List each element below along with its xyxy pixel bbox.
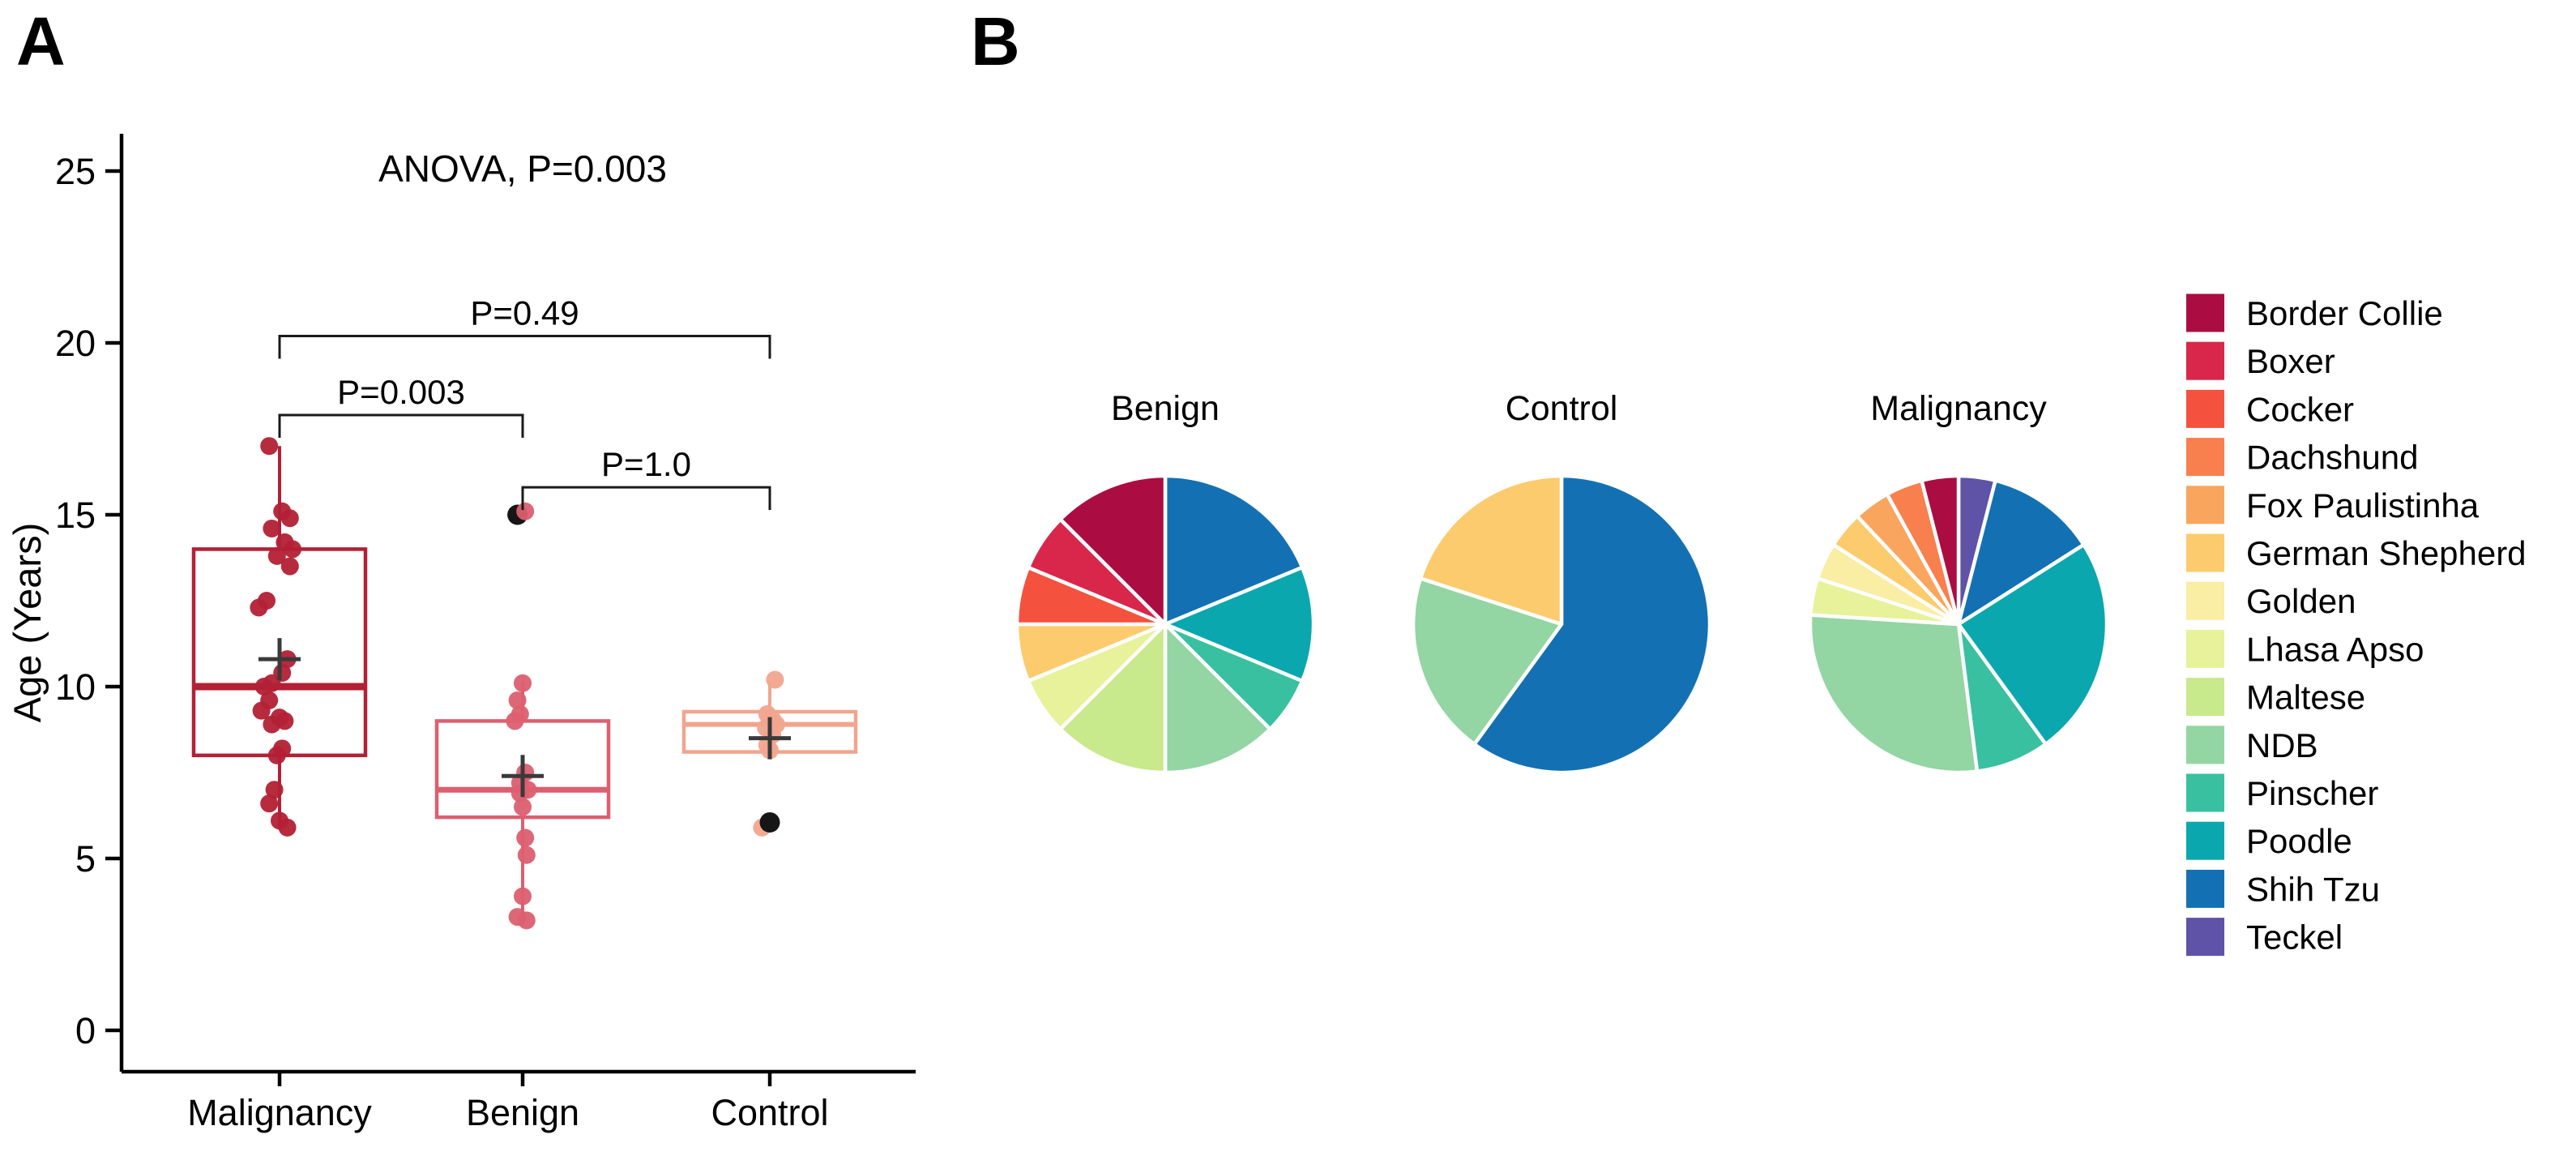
legend-swatch xyxy=(2186,438,2224,477)
jitter-point xyxy=(517,911,536,930)
comparison-bracket xyxy=(278,335,771,359)
jitter-point xyxy=(280,509,299,528)
legend-swatch xyxy=(2186,341,2224,380)
legend-label: Dachshund xyxy=(2246,439,2418,477)
panel-b-label: B xyxy=(971,3,1020,79)
legend-swatch xyxy=(2186,533,2224,572)
jitter-point xyxy=(278,818,297,837)
legend-label: Maltese xyxy=(2246,679,2365,717)
jitter-point xyxy=(280,557,299,576)
legend-label: Teckel xyxy=(2246,918,2343,957)
legend-label: Poodle xyxy=(2246,822,2352,860)
legend-label: Lhasa Apso xyxy=(2246,630,2424,668)
jitter-point xyxy=(514,798,532,816)
y-tick-label: 20 xyxy=(55,323,96,364)
jitter-point xyxy=(267,546,286,565)
y-tick-label: 15 xyxy=(55,495,96,536)
jitter-point xyxy=(766,670,784,689)
y-tick-label: 25 xyxy=(55,151,96,192)
legend-label: Cocker xyxy=(2246,390,2354,428)
pie-slice-shih-tzu xyxy=(1956,478,2086,627)
legend-swatch xyxy=(2186,678,2224,717)
legend-swatch xyxy=(2186,821,2224,860)
pie-slice-maltese xyxy=(1058,622,1168,775)
jitter-point xyxy=(267,746,286,764)
jitter-point xyxy=(284,540,301,559)
pie-title-malignancy: Malignancy xyxy=(1870,389,2047,428)
y-tick-label: 10 xyxy=(55,666,96,708)
anova-annotation: ANOVA, P=0.003 xyxy=(378,148,667,190)
jitter-point xyxy=(506,712,524,730)
y-tick-label: 5 xyxy=(75,838,96,880)
jitter-point xyxy=(254,678,273,696)
legend-label: NDB xyxy=(2246,726,2318,764)
jitter-point xyxy=(514,887,532,906)
pie-slice-ndb xyxy=(1163,622,1272,775)
y-axis-title: Age (Years) xyxy=(6,523,49,722)
jitter-point xyxy=(263,519,281,537)
legend-swatch xyxy=(2186,918,2224,957)
jitter-point xyxy=(265,781,284,799)
legend-label: Border Collie xyxy=(2246,294,2443,332)
pie-slice-border-collie xyxy=(1058,473,1168,627)
y-tick-label: 0 xyxy=(75,1010,96,1051)
pie-slice-german-shepherd xyxy=(1418,473,1564,627)
jitter-point xyxy=(514,674,532,692)
jitter-point xyxy=(516,828,535,847)
legend-label: Boxer xyxy=(2246,342,2335,380)
legend-swatch xyxy=(2186,389,2224,428)
jitter-point xyxy=(250,598,268,617)
jitter-point xyxy=(516,502,535,520)
legend-swatch xyxy=(2186,773,2224,812)
legend-swatch xyxy=(2186,293,2224,332)
legend-swatch xyxy=(2186,869,2224,908)
panel-a-label: A xyxy=(16,3,66,79)
comparison-label: P=0.49 xyxy=(470,294,579,332)
pie-slice-poodle xyxy=(1163,565,1316,683)
legend-swatch xyxy=(2186,581,2224,620)
pie-slice-ndb xyxy=(1411,576,1564,747)
legend-label: Pinscher xyxy=(2246,774,2378,812)
legend-label: German Shepherd xyxy=(2246,534,2527,572)
legend-swatch xyxy=(2186,629,2224,668)
jitter-point xyxy=(508,691,527,709)
pie-slice-poodle xyxy=(1956,542,2109,747)
comparison-label: P=1.0 xyxy=(601,445,691,483)
jitter-point xyxy=(263,715,281,734)
pie-geometry xyxy=(1015,473,2109,775)
outlier-point xyxy=(759,811,780,833)
x-category-label: Benign xyxy=(466,1092,579,1133)
panel-b-breed-pies: B Benign Control Malignancy Border Colli… xyxy=(971,3,2527,957)
comparison-bracket xyxy=(521,486,771,511)
pie-slice-ndb xyxy=(1808,613,1980,775)
comparison-bracket xyxy=(278,413,524,439)
pie-slice-shih-tzu xyxy=(1163,473,1305,627)
comparison-label: P=0.003 xyxy=(337,373,465,411)
jitter-point xyxy=(252,701,271,720)
x-category-label: Control xyxy=(711,1092,828,1133)
jitter-point xyxy=(260,437,279,456)
pie-title-control: Control xyxy=(1506,389,1618,428)
jitter-point xyxy=(517,846,536,864)
pie-slice-shih-tzu xyxy=(1472,473,1712,775)
pie-slice-border-collie xyxy=(1920,473,1961,627)
legend-label: Fox Paulistinha xyxy=(2246,486,2480,524)
x-category-label: Malignancy xyxy=(187,1092,372,1133)
pie-title-benign: Benign xyxy=(1111,389,1220,428)
legend-swatch xyxy=(2186,726,2224,764)
legend-label: Shih Tzu xyxy=(2246,870,2380,908)
jitter-point xyxy=(260,794,279,813)
legend-label: Golden xyxy=(2246,582,2356,620)
legend-swatch xyxy=(2186,486,2224,524)
